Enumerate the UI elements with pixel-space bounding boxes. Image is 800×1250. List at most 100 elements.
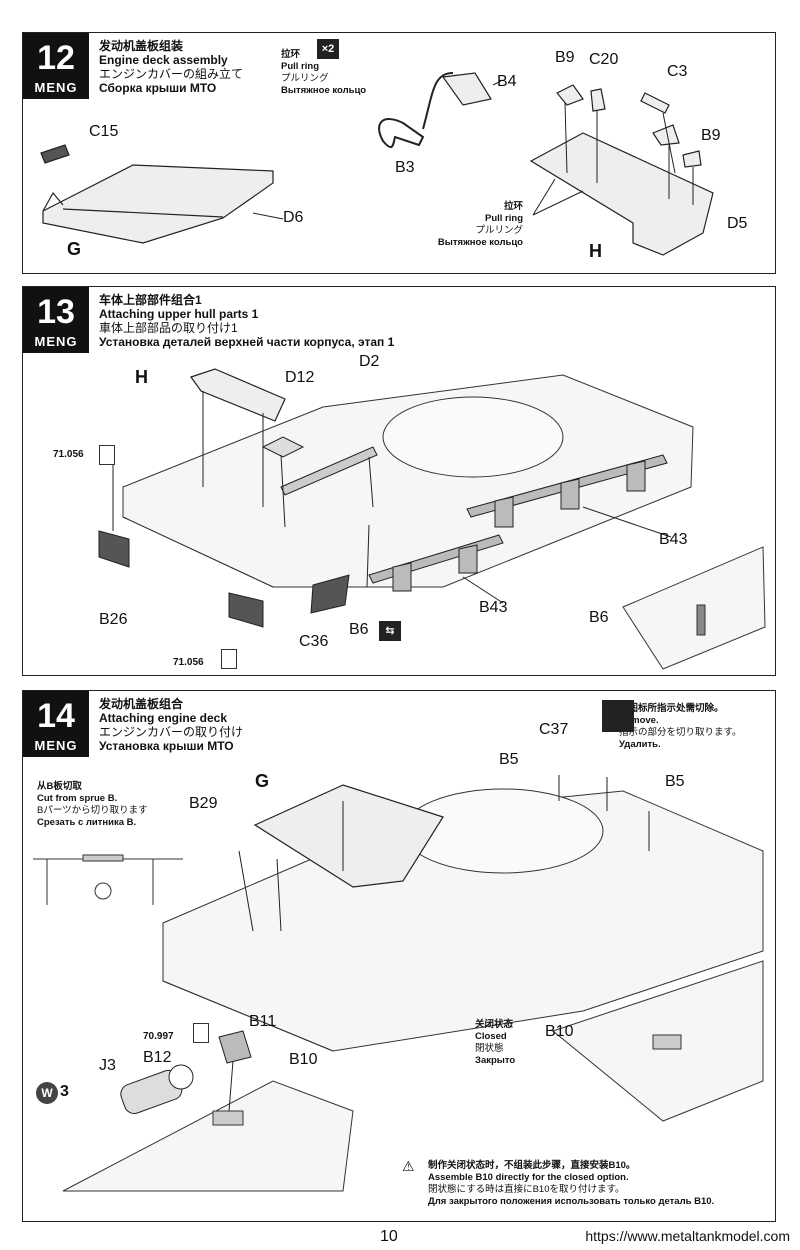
title-cn: 发动机盖板组合 [99, 697, 184, 711]
label-b5-left: B5 [499, 751, 519, 768]
remove-jp: 指示の部分を切り取ります。 [619, 727, 742, 738]
tool-code-bottom: 71.056 [173, 657, 204, 668]
step-13-drawing [98, 368, 766, 670]
label-b9-top: B9 [555, 49, 575, 66]
pull-ring-ru: Вытяжное кольцо [281, 85, 367, 96]
step-13-leaders [112, 391, 672, 604]
pull-ring-en-2: Pull ring [485, 213, 523, 224]
pull-ring-cn: 拉环 [281, 49, 301, 60]
part-b26-right [228, 592, 264, 628]
sprue-jp: Bパーツから切り取ります [37, 805, 148, 816]
closed-en: Closed [475, 1031, 507, 1042]
pull-ring-en: Pull ring [281, 61, 319, 72]
label-b11: B11 [249, 1013, 277, 1030]
note-ru: Для закрытого положения использовать тол… [428, 1196, 715, 1207]
note-en: Assemble B10 directly for the closed opt… [428, 1172, 629, 1183]
label-b29: B29 [189, 795, 218, 812]
pull-ring-b3 [378, 72, 454, 149]
tool-code-top: 71.056 [53, 449, 84, 460]
label-c36: C36 [299, 633, 329, 650]
step-number-14: 14 MENG [23, 691, 89, 757]
closed-jp: 閉状態 [475, 1043, 504, 1054]
meng-logo: MENG [34, 738, 78, 753]
step-13-titles: 车体上部部件组合1 Attaching upper hull parts 1 車… [99, 293, 394, 349]
title-ru: Установка крыши МТО [99, 739, 234, 753]
step-14-titles: 发动机盖板组合 Attaching engine deck エンジンカバーの取り… [99, 697, 243, 753]
part-b43-lower [368, 534, 504, 592]
remove-cn: 此图标所指示处需切除。 [619, 703, 724, 714]
engine-deck-g [253, 784, 444, 888]
meng-logo: MENG [34, 334, 78, 349]
remove-ru: Удалить. [619, 739, 661, 750]
note-cn: 制作关闭状态时，不组装此步骤，直接安装B10。 [428, 1160, 636, 1171]
remove-en: Remove. [619, 715, 659, 726]
label-b3: B3 [395, 159, 415, 176]
closed-option-note: 制作关闭状态时，不组装此步骤，直接安装B10。 Assemble B10 dir… [428, 1160, 714, 1208]
part-b26-left [98, 530, 130, 568]
part-j3-b12 [120, 1064, 194, 1114]
flip-icon: ⇆ [379, 621, 401, 641]
note-jp: 閉状態にする時は直接にB10を取り付けます。 [428, 1184, 625, 1195]
label-g: G [255, 771, 270, 791]
label-b5-right: B5 [665, 773, 685, 790]
label-b43-lower: B43 [479, 599, 508, 616]
title-ru: Сборка крыши МТО [99, 81, 217, 95]
label-b43-right: B43 [659, 531, 688, 548]
closed-detail [551, 960, 764, 1122]
label-c15: C15 [89, 123, 119, 140]
pull-ring-jp-2: プルリング [475, 225, 523, 236]
pull-ring-cn-2: 拉环 [503, 201, 523, 212]
sprue-cn: 从B板切取 [37, 781, 82, 792]
label-d5: D5 [727, 215, 748, 232]
lower-detail [62, 1080, 354, 1192]
label-h: H [135, 367, 148, 387]
step-12-titles: 发动机盖板组装 Engine deck assembly エンジンカバーの組み立… [99, 39, 243, 95]
part-b4 [441, 72, 492, 106]
knife-icon [193, 1023, 209, 1043]
label-b26: B26 [99, 611, 128, 628]
step-number-12: 12 MENG [23, 33, 89, 99]
step-12-panel: 12 MENG 发动机盖板组装 Engine deck assembly エンジ… [22, 32, 776, 274]
w-quantity: 3 [60, 1083, 69, 1100]
step-12-leaders [492, 80, 694, 216]
warning-icon: ⚠ [402, 1158, 415, 1174]
title-jp: エンジンカバーの取り付け [99, 725, 244, 739]
sprue-detail [33, 854, 183, 905]
title-en: Attaching engine deck [99, 711, 228, 725]
title-en: Attaching upper hull parts 1 [99, 307, 259, 321]
engine-deck-h [529, 84, 714, 256]
watermark-url: https://www.metaltankmodel.com [585, 1228, 790, 1244]
w-icon: W [36, 1082, 58, 1104]
title-jp: エンジンカバーの組み立て [99, 67, 244, 81]
part-d12 [261, 436, 305, 458]
tool-code: 70.997 [143, 1031, 174, 1042]
label-c37: C37 [539, 721, 569, 738]
label-h: H [589, 241, 602, 261]
label-c3: C3 [667, 63, 688, 80]
label-d12: D12 [285, 369, 315, 386]
label-b10: B10 [289, 1051, 318, 1068]
knife-icon [221, 649, 237, 669]
label-b9-right: B9 [701, 127, 721, 144]
label-c20: C20 [589, 51, 619, 68]
title-ru: Установка деталей верхней части корпуса,… [99, 335, 395, 349]
quantity-badge: ×2 [317, 39, 339, 59]
hull-upper [162, 788, 764, 1052]
label-d2: D2 [359, 353, 380, 370]
label-b12: B12 [143, 1049, 172, 1066]
engine-deck-g [40, 144, 274, 244]
part-b11 [218, 1030, 252, 1064]
title-cn: 发动机盖板组装 [99, 39, 184, 53]
step-14-panel: 14 MENG 发动机盖板组合 Attaching engine deck エン… [22, 690, 776, 1222]
page-number: 10 [380, 1228, 398, 1245]
part-c36 [310, 574, 350, 614]
knife-icon [99, 445, 115, 465]
label-j3: J3 [99, 1057, 116, 1074]
title-en: Engine deck assembly [99, 53, 228, 67]
label-b10-closed: B10 [545, 1023, 574, 1040]
label-b6: B6 [349, 621, 369, 638]
label-g: G [67, 239, 82, 259]
closed-cn: 关闭状态 [475, 1019, 514, 1030]
pull-ring-jp: プルリング [281, 73, 329, 84]
title-cn: 车体上部部件组合1 [99, 293, 202, 307]
